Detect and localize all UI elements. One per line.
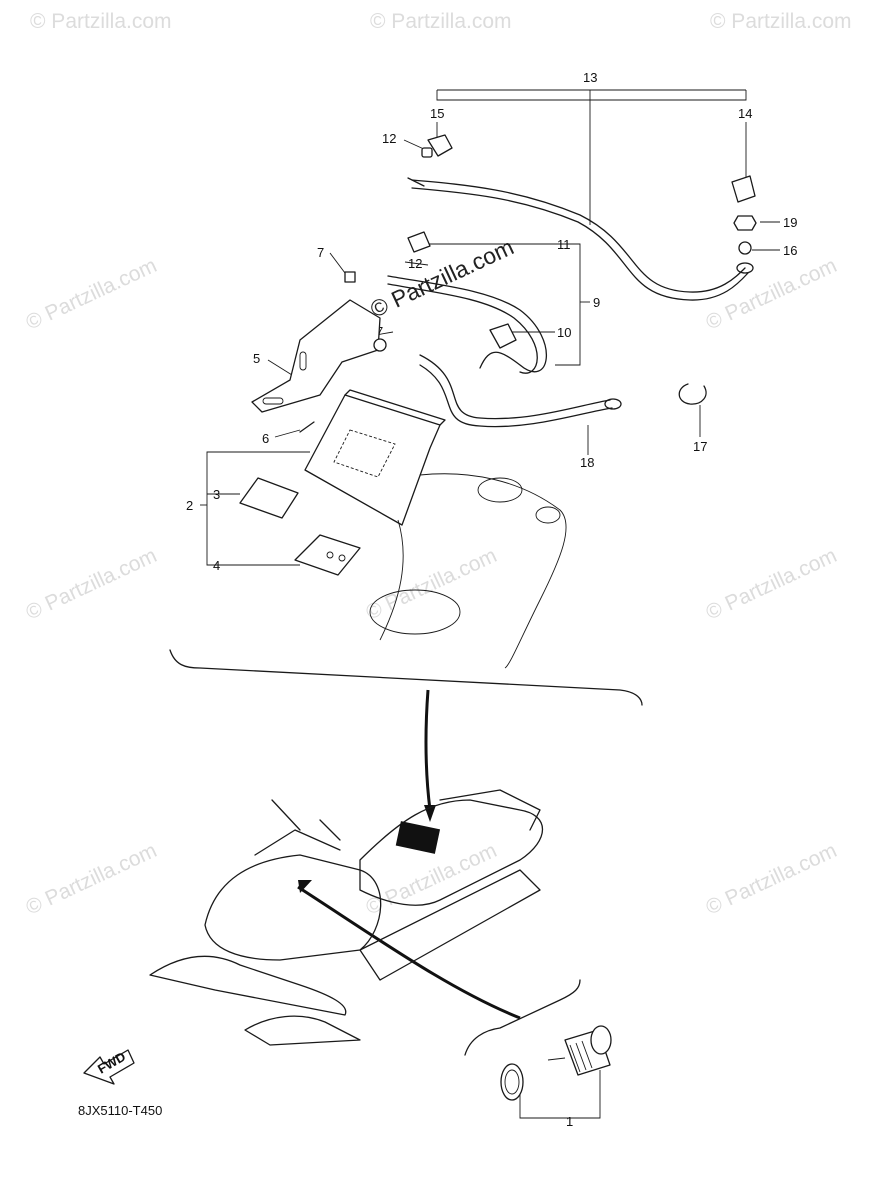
handlebars	[271, 799, 341, 841]
callout-11: 11	[557, 237, 571, 252]
washer-16-icon	[738, 241, 752, 255]
terminal-cover-11	[407, 231, 431, 253]
detail-frame	[169, 649, 643, 706]
callout-4: 4	[213, 558, 220, 573]
watermark-top-right: © Partzilla.com	[710, 10, 852, 33]
warning-label-3	[239, 477, 299, 519]
ring-terminal-18	[604, 398, 622, 410]
seat	[359, 799, 544, 906]
callout-6: 6	[262, 431, 269, 446]
terminal-cover-15	[427, 134, 453, 157]
socket-assembly-1	[500, 1025, 612, 1101]
watermark-top-center: © Partzilla.com	[370, 10, 512, 33]
watermark-right-2: © Partzilla.com	[702, 544, 840, 625]
callout-9: 9	[593, 295, 600, 310]
battery-bracket	[251, 271, 387, 433]
callout-2: 2	[186, 498, 193, 513]
callout-18: 18	[580, 455, 594, 470]
circlip-17-icon	[678, 383, 707, 405]
fwd-arrow-icon: FWD	[83, 1049, 135, 1085]
bracket-5	[251, 299, 381, 413]
battery	[304, 389, 446, 526]
callout-14: 14	[738, 106, 752, 121]
track-tunnel	[359, 869, 541, 981]
clip-7-upper	[344, 271, 356, 283]
windshield	[254, 829, 341, 856]
battery-location-marker	[395, 821, 441, 854]
socket-nut	[500, 1063, 524, 1101]
snowmobile-overview	[149, 789, 544, 1046]
battery-cables	[387, 134, 757, 428]
callout-12-top: 12	[382, 131, 396, 146]
callout-3: 3	[213, 487, 220, 502]
watermark-left-1: © Partzilla.com	[22, 254, 160, 335]
callout-17: 17	[693, 439, 707, 454]
sleeve-12	[421, 147, 433, 158]
callout-16: 16	[783, 243, 797, 258]
callout-12-lower: 12	[408, 256, 422, 271]
watermark-right-1: © Partzilla.com	[702, 254, 840, 335]
nut-7-lower-icon	[373, 338, 387, 352]
hull-outline	[369, 473, 567, 669]
callout-10: 10	[557, 325, 571, 340]
ski-right	[244, 1015, 361, 1046]
callout-labels: 13 15 14 12 19 16 11 9 10 12 7 7 5 6 18 …	[186, 70, 797, 1129]
battery-labels	[239, 477, 361, 576]
watermark-left-2: © Partzilla.com	[22, 544, 160, 625]
callout-1: 1	[566, 1114, 573, 1129]
terminal-cover-10	[489, 323, 517, 349]
hood	[204, 854, 382, 961]
watermark-top-left: © Partzilla.com	[30, 10, 172, 33]
watermark-center-2: © Partzilla.com	[362, 544, 500, 625]
callout-13: 13	[583, 70, 597, 85]
ring-terminal-13	[736, 262, 754, 274]
bolt-6-icon	[299, 421, 315, 433]
callout-19: 19	[783, 215, 797, 230]
watermark-left-3: © Partzilla.com	[22, 839, 160, 920]
diagram-code: 8JX5110-T450	[78, 1103, 162, 1118]
tail	[439, 789, 541, 831]
socket-cap	[590, 1025, 612, 1055]
callout-7-upper: 7	[317, 245, 324, 260]
watermark-right-3: © Partzilla.com	[702, 839, 840, 920]
ski-left	[149, 955, 347, 1016]
label-4	[294, 534, 361, 576]
callout-15: 15	[430, 106, 444, 121]
battery-body	[304, 394, 441, 526]
watermark-center-main: © Partzilla.com	[366, 233, 517, 322]
nut-19-icon	[733, 215, 757, 231]
lower-detail-frame	[464, 979, 581, 1056]
callout-5: 5	[253, 351, 260, 366]
terminal-cover-14	[731, 175, 756, 203]
